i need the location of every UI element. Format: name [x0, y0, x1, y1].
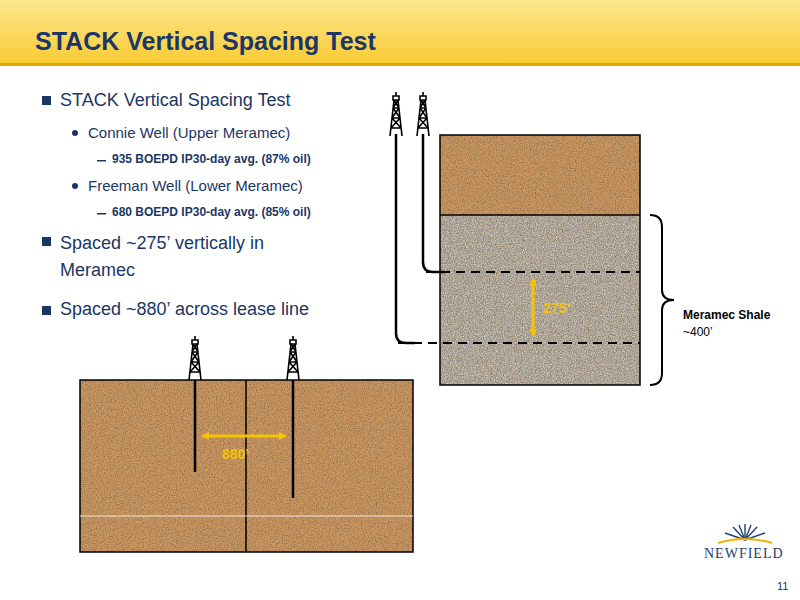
formation-label: Meramec Shale — [683, 308, 770, 322]
dimension-label: 275’ — [543, 300, 570, 317]
sub-bullet-text: Freeman Well (Lower Meramec) — [88, 177, 303, 195]
page-number: 11 — [777, 580, 788, 593]
slide-title: STACK Vertical Spacing Test — [35, 26, 376, 56]
vertical-section — [390, 92, 674, 385]
thickness-label: ~400’ — [683, 325, 713, 339]
bullet-text: STACK Vertical Spacing Test — [60, 90, 290, 112]
dimension-label: 880’ — [222, 446, 249, 463]
bullet-text: Spaced ~275’ vertically in Meramec — [60, 230, 310, 284]
logo-mark — [718, 524, 772, 543]
logo-text: NEWFIELD — [704, 546, 784, 563]
sub-bullet-text: Connie Well (Upper Meramec) — [88, 124, 290, 142]
detail-text: 680 BOEPD IP30-day avg. (85% oil) — [112, 205, 311, 219]
bullet-text: Spaced ~880’ across lease line — [60, 299, 309, 321]
plan-section — [80, 336, 413, 552]
detail-text: 935 BOEPD IP30-day avg. (87% oil) — [112, 152, 311, 166]
